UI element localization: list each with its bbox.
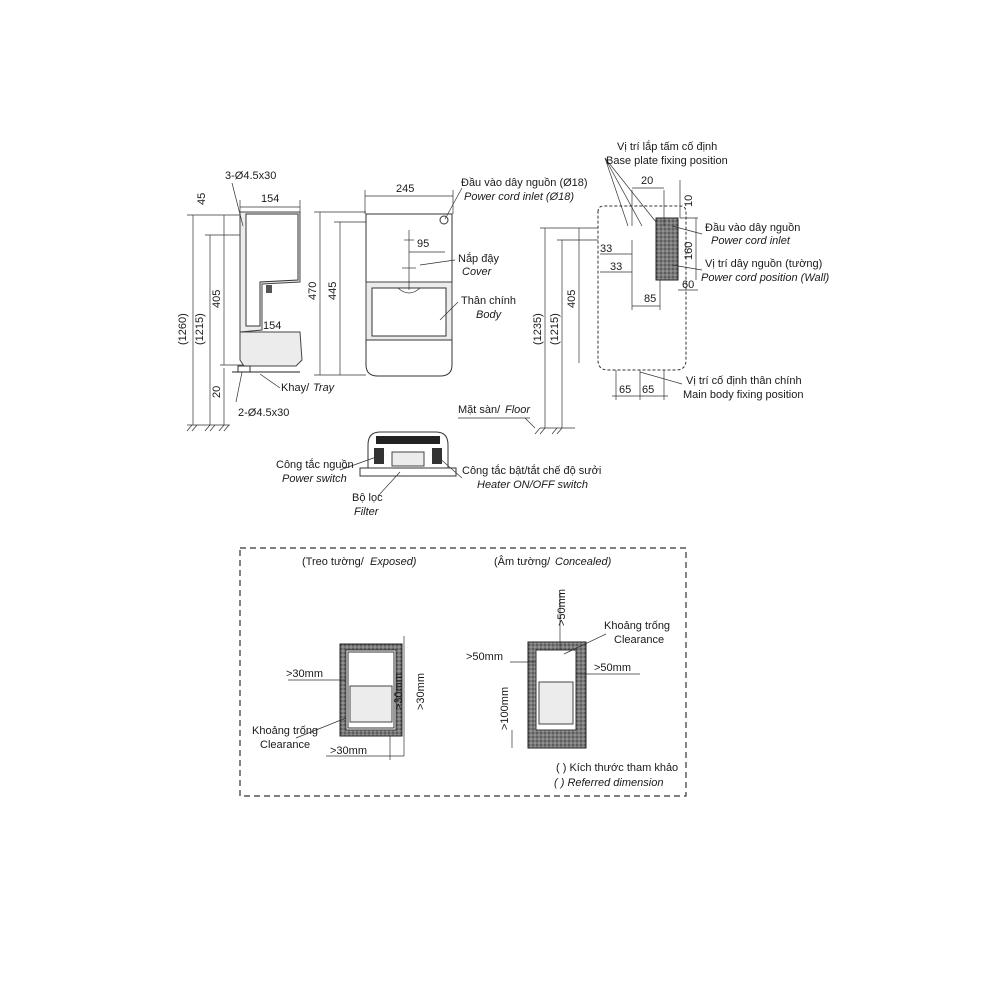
cover-vi: Nắp đậy [458,252,499,265]
exposed-vi: (Treo tường/ [302,556,365,568]
rear-dim-65a: 65 [619,384,631,396]
side-dim-1215: (1215) [194,313,206,345]
floor-en: Floor [505,404,531,416]
main-fix-vi: Vị trí cố định thân chính [686,375,802,387]
side-dim-45: 45 [196,193,208,205]
referred-dimension-en: ( ) Referred dimension [554,777,663,789]
body-vi: Thân chính [461,295,516,307]
power-inlet-en: Power cord inlet (Ø18) [464,191,574,203]
main-fix-en: Main body fixing position [683,389,803,401]
exposed-clearance-vi: Khoảng trống [252,725,318,737]
exposed-left-clearance: >30mm [286,668,323,680]
side-dim-154-top: 154 [261,193,279,205]
rear-dim-405: 405 [566,290,578,308]
side-tray-vi: Khay/ [281,382,310,394]
body-en: Body [476,309,503,321]
front-dim-95: 95 [417,238,429,250]
concealed-vi: (Âm tường/ [494,555,551,568]
side-dim-20: 20 [211,386,223,398]
front-view: 245 470 445 95 Đầu vào dây nguồn (Ø18) P… [307,177,588,429]
concealed-clearance-vi: Khoảng trống [604,620,670,632]
exposed-en: Exposed) [370,556,417,568]
power-inlet-vi: Đầu vào dây nguồn (Ø18) [461,177,588,189]
cover-en: Cover [462,266,493,278]
heater-switch-en: Heater ON/OFF switch [477,479,588,491]
referred-dimension-vi: ( ) Kích thước tham khảo [556,762,678,774]
side-dim-154-mid: 154 [263,320,281,332]
power-switch-en: Power switch [282,473,347,485]
rear-dim-33b: 33 [610,261,622,273]
concealed-top-clearance: >50mm [556,589,568,626]
floor-vi: Mặt sàn/ [458,404,501,416]
rear-dim-20: 20 [641,175,653,187]
rear-inlet-en: Power cord inlet [711,235,791,247]
side-tray-en: Tray [313,382,336,394]
side-holes-bottom: 2-Ø4.5x30 [238,407,289,419]
rear-dim-10: 10 [683,195,695,207]
rear-dim-85: 85 [644,293,656,305]
heater-switch-vi: Công tắc bật/tắt chế độ sưởi [462,464,601,477]
base-plate-en: Base plate fixing position [606,155,728,167]
exposed-bottom-clearance: >30mm [330,745,367,757]
rear-dim-60: 60 [682,279,694,291]
rear-dim-160: 160 [683,242,695,260]
filter-vi: Bộ lọc [352,492,383,504]
side-dim-405: 405 [211,290,223,308]
rear-dim-1215: (1215) [549,313,561,345]
exposed-clearance-en: Clearance [260,739,310,751]
exposed-right-clearance: >30mm [393,673,405,710]
wall-position-en: Power cord position (Wall) [701,272,830,284]
installation-panel: (Treo tường/ Exposed) >30mm >30mm >30mm … [239,547,687,797]
exposed-right-clearance-2: >30mm [415,673,427,710]
filter-en: Filter [354,506,380,518]
side-view: 3-Ø4.5x30 45 154 (1260) (1215) 405 154 2… [177,170,336,432]
concealed-left-clearance: >50mm [466,651,503,663]
side-holes-top: 3-Ø4.5x30 [225,170,276,182]
rear-dim-65b: 65 [642,384,654,396]
concealed-right-clearance: >50mm [594,662,631,674]
wall-position-vi: Vị trí dây nguồn (tường) [705,258,822,270]
rear-view: Vị trí lắp tấm cố định Base plate fixing… [532,140,830,435]
rear-dim-1235: (1235) [532,313,544,345]
concealed-clearance-en: Clearance [614,634,664,646]
concealed-bottom-clearance: >100mm [499,687,511,730]
power-switch-vi: Công tắc nguồn [276,458,354,471]
concealed-en: Concealed) [555,556,612,568]
base-plate-vi: Vị trí lắp tấm cố định [617,140,717,153]
front-dim-445: 445 [327,282,339,300]
bottom-view: Công tắc nguồn Power switch Công tắc bật… [276,431,601,518]
rear-inlet-vi: Đầu vào dây nguồn [705,222,800,234]
front-dim-470: 470 [307,282,319,300]
side-dim-1260: (1260) [177,313,189,345]
front-dim-245: 245 [396,183,414,195]
rear-dim-33a: 33 [600,243,612,255]
